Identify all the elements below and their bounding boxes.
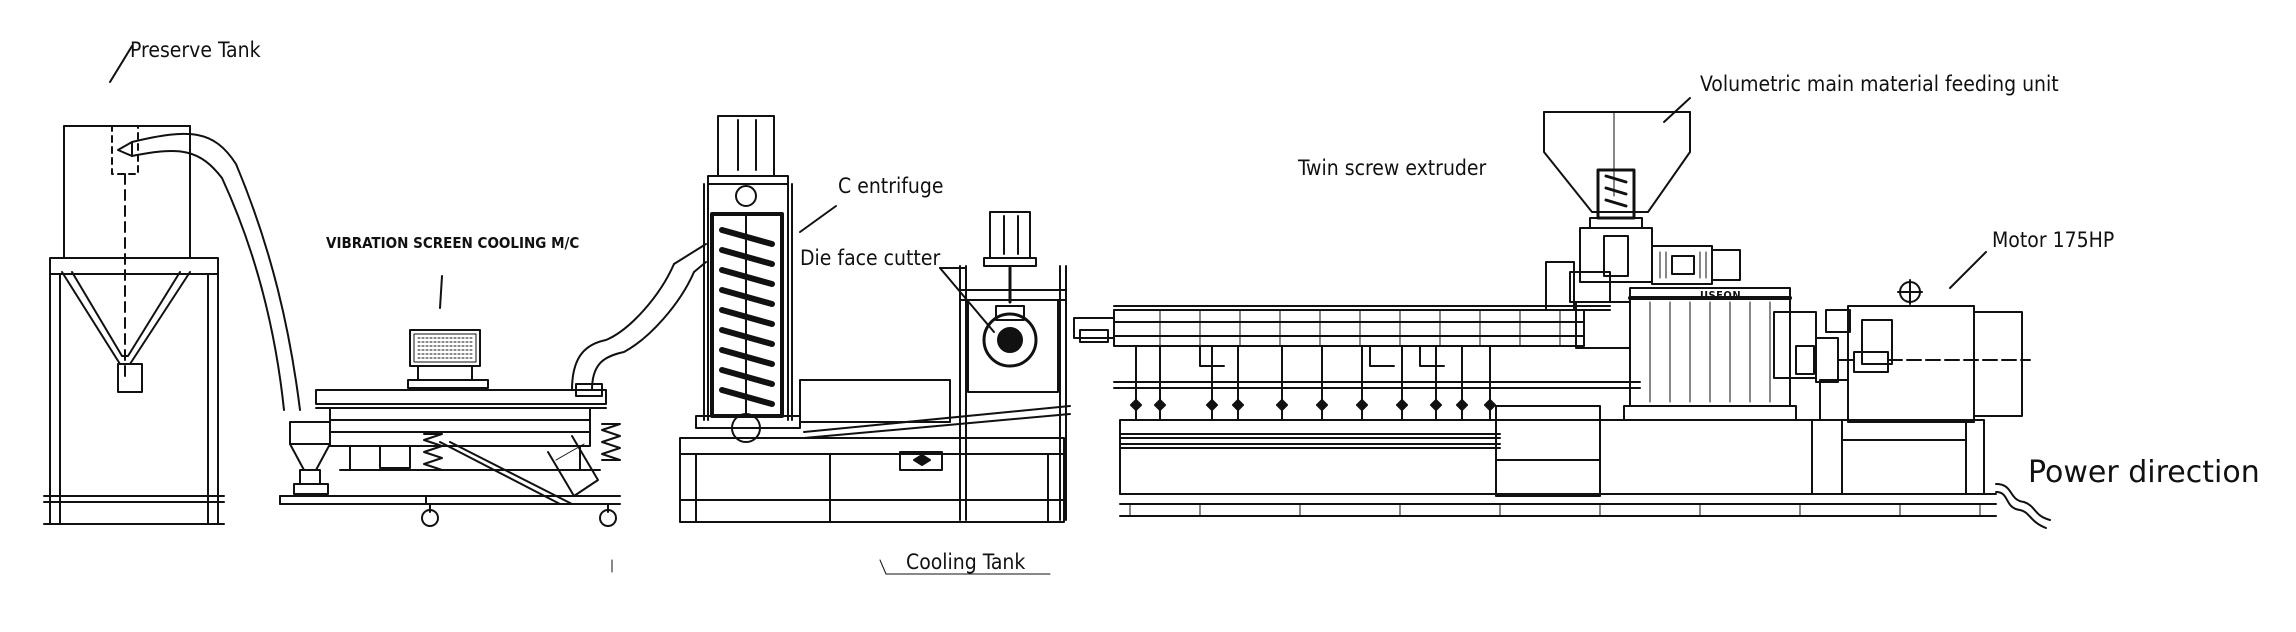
twin-screw-extruder	[1073, 271, 2031, 517]
volumetric-feeder	[1543, 97, 1741, 311]
centrifuge	[685, 115, 809, 443]
label-centrifuge: C entrifuge	[838, 174, 944, 198]
conveying-pipe-2	[571, 243, 707, 397]
label-motor: Motor 175HP	[1992, 228, 2115, 252]
die-face-cutter	[939, 211, 1067, 521]
centrifuge-leader	[799, 205, 837, 233]
cutter-leader	[939, 267, 995, 333]
vibration-screen	[279, 275, 621, 573]
label-vibration-screen: VIBRATION SCREEN COOLING M/C	[326, 234, 580, 252]
brand-mark: USEON	[1700, 289, 1742, 302]
label-die-face-cutter: Die face cutter	[800, 246, 941, 270]
preserve-tank	[43, 45, 225, 525]
power-cable-2	[1995, 491, 2047, 529]
conveying-pipe-1	[117, 132, 301, 411]
main-motor	[1819, 251, 2023, 423]
label-volumetric-feeder: Volumetric main material feeding unit	[1700, 72, 2059, 96]
label-twin-screw-extruder: Twin screw extruder	[1298, 156, 1487, 180]
label-preserve-tank: Preserve Tank	[130, 38, 261, 62]
label-power-direction: Power direction	[2028, 455, 2260, 490]
label-cooling-tank: Cooling Tank	[906, 550, 1026, 574]
power-cable	[1995, 483, 2051, 521]
cooling-tank	[679, 379, 1071, 575]
